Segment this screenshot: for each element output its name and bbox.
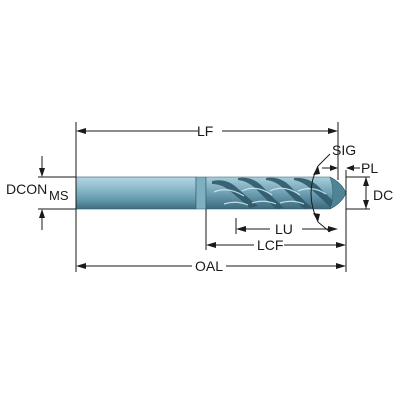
drill-flutes — [212, 177, 336, 209]
label-lf: LF — [197, 123, 213, 139]
drill-tip — [329, 176, 347, 210]
label-oal: OAL — [195, 258, 223, 274]
label-lu: LU — [275, 221, 293, 237]
label-pl: PL — [361, 160, 378, 176]
label-sig: SIG — [332, 142, 356, 158]
dimension-pl: PL — [322, 160, 378, 176]
dimension-dc: DC — [363, 177, 393, 209]
drill-flute-highlights — [213, 187, 327, 206]
label-dcon: DCON — [6, 181, 47, 197]
dimension-oal: OAL — [76, 258, 346, 274]
dimension-dcon: DCON MS — [6, 156, 69, 230]
label-lcf: LCF — [257, 237, 283, 253]
dimension-lu: LU — [235, 218, 338, 237]
dimension-lcf: LCF — [206, 237, 346, 253]
drill-shank — [75, 176, 197, 210]
dimension-lf: LF — [76, 123, 338, 139]
label-dc: DC — [373, 187, 393, 203]
label-dcon-main: DCON — [6, 181, 47, 197]
drill-neck — [195, 176, 207, 210]
label-dcon-sub: MS — [49, 188, 69, 203]
dimension-sig: SIG — [310, 142, 356, 233]
